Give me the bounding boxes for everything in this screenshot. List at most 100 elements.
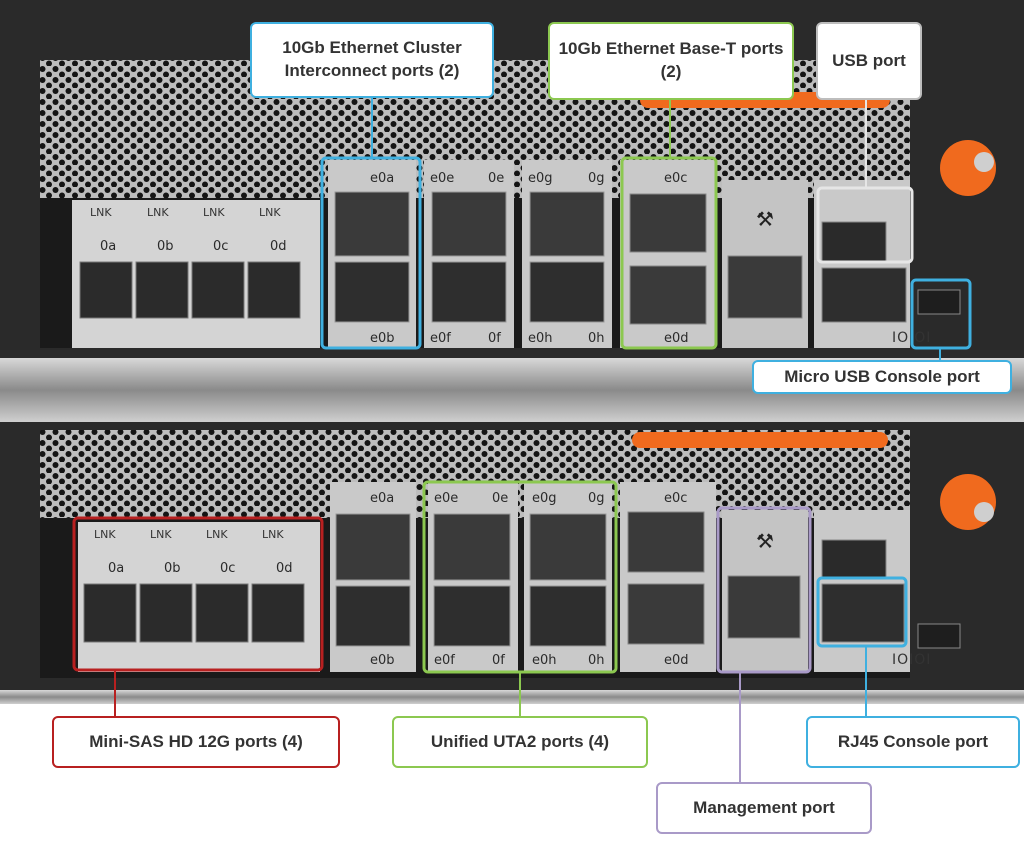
callout-management: Management port bbox=[656, 782, 872, 834]
rj45-port-e0c[interactable] bbox=[629, 193, 707, 253]
sfp-port-e0g[interactable] bbox=[529, 191, 605, 257]
port-label-0g: 0g bbox=[588, 171, 605, 186]
sfp-port-e0e[interactable] bbox=[431, 191, 507, 257]
port-label-e0e: e0e bbox=[434, 491, 458, 506]
port-label-e0h: e0h bbox=[528, 331, 553, 346]
sfp-port-e0b[interactable] bbox=[334, 261, 410, 323]
highlight-mini-sas bbox=[72, 516, 324, 672]
sfp-port-e0b[interactable] bbox=[335, 585, 411, 647]
port-label-e0e: e0e bbox=[430, 171, 454, 186]
lnk-label: LNK bbox=[206, 528, 228, 541]
port-label-e0b: e0b bbox=[370, 331, 395, 346]
rj45-console-port-top[interactable] bbox=[821, 267, 907, 323]
sas-port-0a[interactable] bbox=[83, 583, 137, 643]
leader-lines bbox=[114, 98, 941, 784]
wrench-icon: ⚒ bbox=[756, 529, 774, 553]
port-label-0h: 0h bbox=[588, 653, 605, 668]
release-handle-bottom bbox=[632, 432, 888, 448]
lnk-label: LNK bbox=[259, 206, 281, 219]
lnk-label: LNK bbox=[203, 206, 225, 219]
sfp-port-e0f[interactable] bbox=[433, 585, 511, 647]
sas-port-label-0d: 0d bbox=[270, 239, 287, 254]
callout-micro-usb-console: Micro USB Console port bbox=[752, 360, 1012, 394]
sas-port-0c[interactable] bbox=[195, 583, 249, 643]
sfp-port-e0h[interactable] bbox=[529, 585, 607, 647]
callout-cluster-interconnect: 10Gb Ethernet Cluster Interconnect ports… bbox=[250, 22, 494, 98]
sfp-port-e0a[interactable] bbox=[334, 191, 410, 257]
sas-lnk-labels-top: LNK LNK LNK LNK bbox=[90, 206, 281, 219]
sas-port-label-0a: 0a bbox=[100, 239, 116, 254]
lnk-label: LNK bbox=[262, 528, 284, 541]
callout-rj45-console: RJ45 Console port bbox=[806, 716, 1020, 768]
wrench-icon: ⚒ bbox=[756, 207, 774, 231]
screw-head-top bbox=[974, 152, 994, 172]
callout-uta2: Unified UTA2 ports (4) bbox=[392, 716, 648, 768]
sfp-port-e0g[interactable] bbox=[529, 513, 607, 581]
highlight-rj45-console bbox=[816, 576, 908, 648]
sfp-port-e0f[interactable] bbox=[431, 261, 507, 323]
sas-port-0a[interactable] bbox=[79, 261, 133, 319]
rj45-port-e0d[interactable] bbox=[627, 583, 705, 645]
rj45-port-mgmt[interactable] bbox=[727, 255, 803, 319]
rail-bottom bbox=[0, 690, 1024, 704]
callout-base-t: 10Gb Ethernet Base-T ports (2) bbox=[548, 22, 794, 100]
port-label-e0g: e0g bbox=[528, 171, 553, 186]
sas-port-0d[interactable] bbox=[247, 261, 301, 319]
sas-port-0b[interactable] bbox=[139, 583, 193, 643]
rj45-console-port[interactable] bbox=[821, 583, 905, 643]
micro-usb-port[interactable] bbox=[917, 289, 961, 315]
sas-port-0b[interactable] bbox=[135, 261, 189, 319]
screw-head-bottom bbox=[974, 502, 994, 522]
console-mark: IOIOI bbox=[892, 652, 931, 668]
lnk-label: LNK bbox=[150, 528, 172, 541]
thumbscrew-bottom[interactable] bbox=[940, 474, 996, 530]
port-label-e0b: e0b bbox=[370, 653, 395, 668]
lnk-label: LNK bbox=[147, 206, 169, 219]
port-label-e0d: e0d bbox=[664, 653, 689, 668]
sas-ports-bottom bbox=[83, 583, 305, 643]
port-label-e0h: e0h bbox=[532, 653, 557, 668]
port-label-e0c: e0c bbox=[664, 491, 687, 506]
sas-port-label-0b: 0b bbox=[164, 561, 181, 576]
sas-port-label-0c: 0c bbox=[220, 561, 235, 576]
port-label-e0d: e0d bbox=[664, 331, 689, 346]
port-label-e0f: e0f bbox=[430, 331, 451, 346]
usb-port[interactable] bbox=[821, 221, 887, 263]
port-label-e0a: e0a bbox=[370, 491, 394, 506]
port-label-e0c: e0c bbox=[664, 171, 687, 186]
port-label-0e: 0e bbox=[492, 491, 508, 506]
sas-port-labels-bottom: 0a 0b 0c 0d bbox=[108, 561, 293, 576]
sfp-port-e0e[interactable] bbox=[433, 513, 511, 581]
controller-bottom: LNK LNK LNK LNK 0a 0b 0c 0d e0a e0b e0e … bbox=[0, 422, 1024, 694]
callout-mini-sas: Mini-SAS HD 12G ports (4) bbox=[52, 716, 340, 768]
sfp-port-e0a[interactable] bbox=[335, 513, 411, 581]
port-label-0f: 0f bbox=[488, 331, 501, 346]
callout-usb: USB port bbox=[816, 22, 922, 100]
sas-port-label-0b: 0b bbox=[157, 239, 174, 254]
port-label-0f: 0f bbox=[492, 653, 505, 668]
rj45-port-management[interactable] bbox=[727, 575, 801, 639]
port-label-e0f: e0f bbox=[434, 653, 455, 668]
port-label-e0g: e0g bbox=[532, 491, 557, 506]
sfp-port-e0h[interactable] bbox=[529, 261, 605, 323]
sas-port-0d[interactable] bbox=[251, 583, 305, 643]
sas-port-label-0c: 0c bbox=[213, 239, 228, 254]
rj45-port-e0c[interactable] bbox=[627, 511, 705, 573]
lnk-label: LNK bbox=[90, 206, 112, 219]
sas-port-label-0a: 0a bbox=[108, 561, 124, 576]
port-label-0h: 0h bbox=[588, 331, 605, 346]
port-label-e0a: e0a bbox=[370, 171, 394, 186]
lnk-label: LNK bbox=[94, 528, 116, 541]
sas-port-0c[interactable] bbox=[191, 261, 245, 319]
sas-port-labels-top: 0a 0b 0c 0d bbox=[100, 239, 287, 254]
highlight-management bbox=[716, 506, 812, 674]
micro-usb-port-bottom[interactable] bbox=[917, 623, 961, 649]
rj45-port-e0d[interactable] bbox=[629, 265, 707, 325]
usb-port-bottom[interactable] bbox=[821, 539, 887, 579]
console-module-top bbox=[814, 180, 910, 348]
sas-ports-top bbox=[79, 261, 301, 319]
port-label-0g: 0g bbox=[588, 491, 605, 506]
port-label-0e: 0e bbox=[488, 171, 504, 186]
